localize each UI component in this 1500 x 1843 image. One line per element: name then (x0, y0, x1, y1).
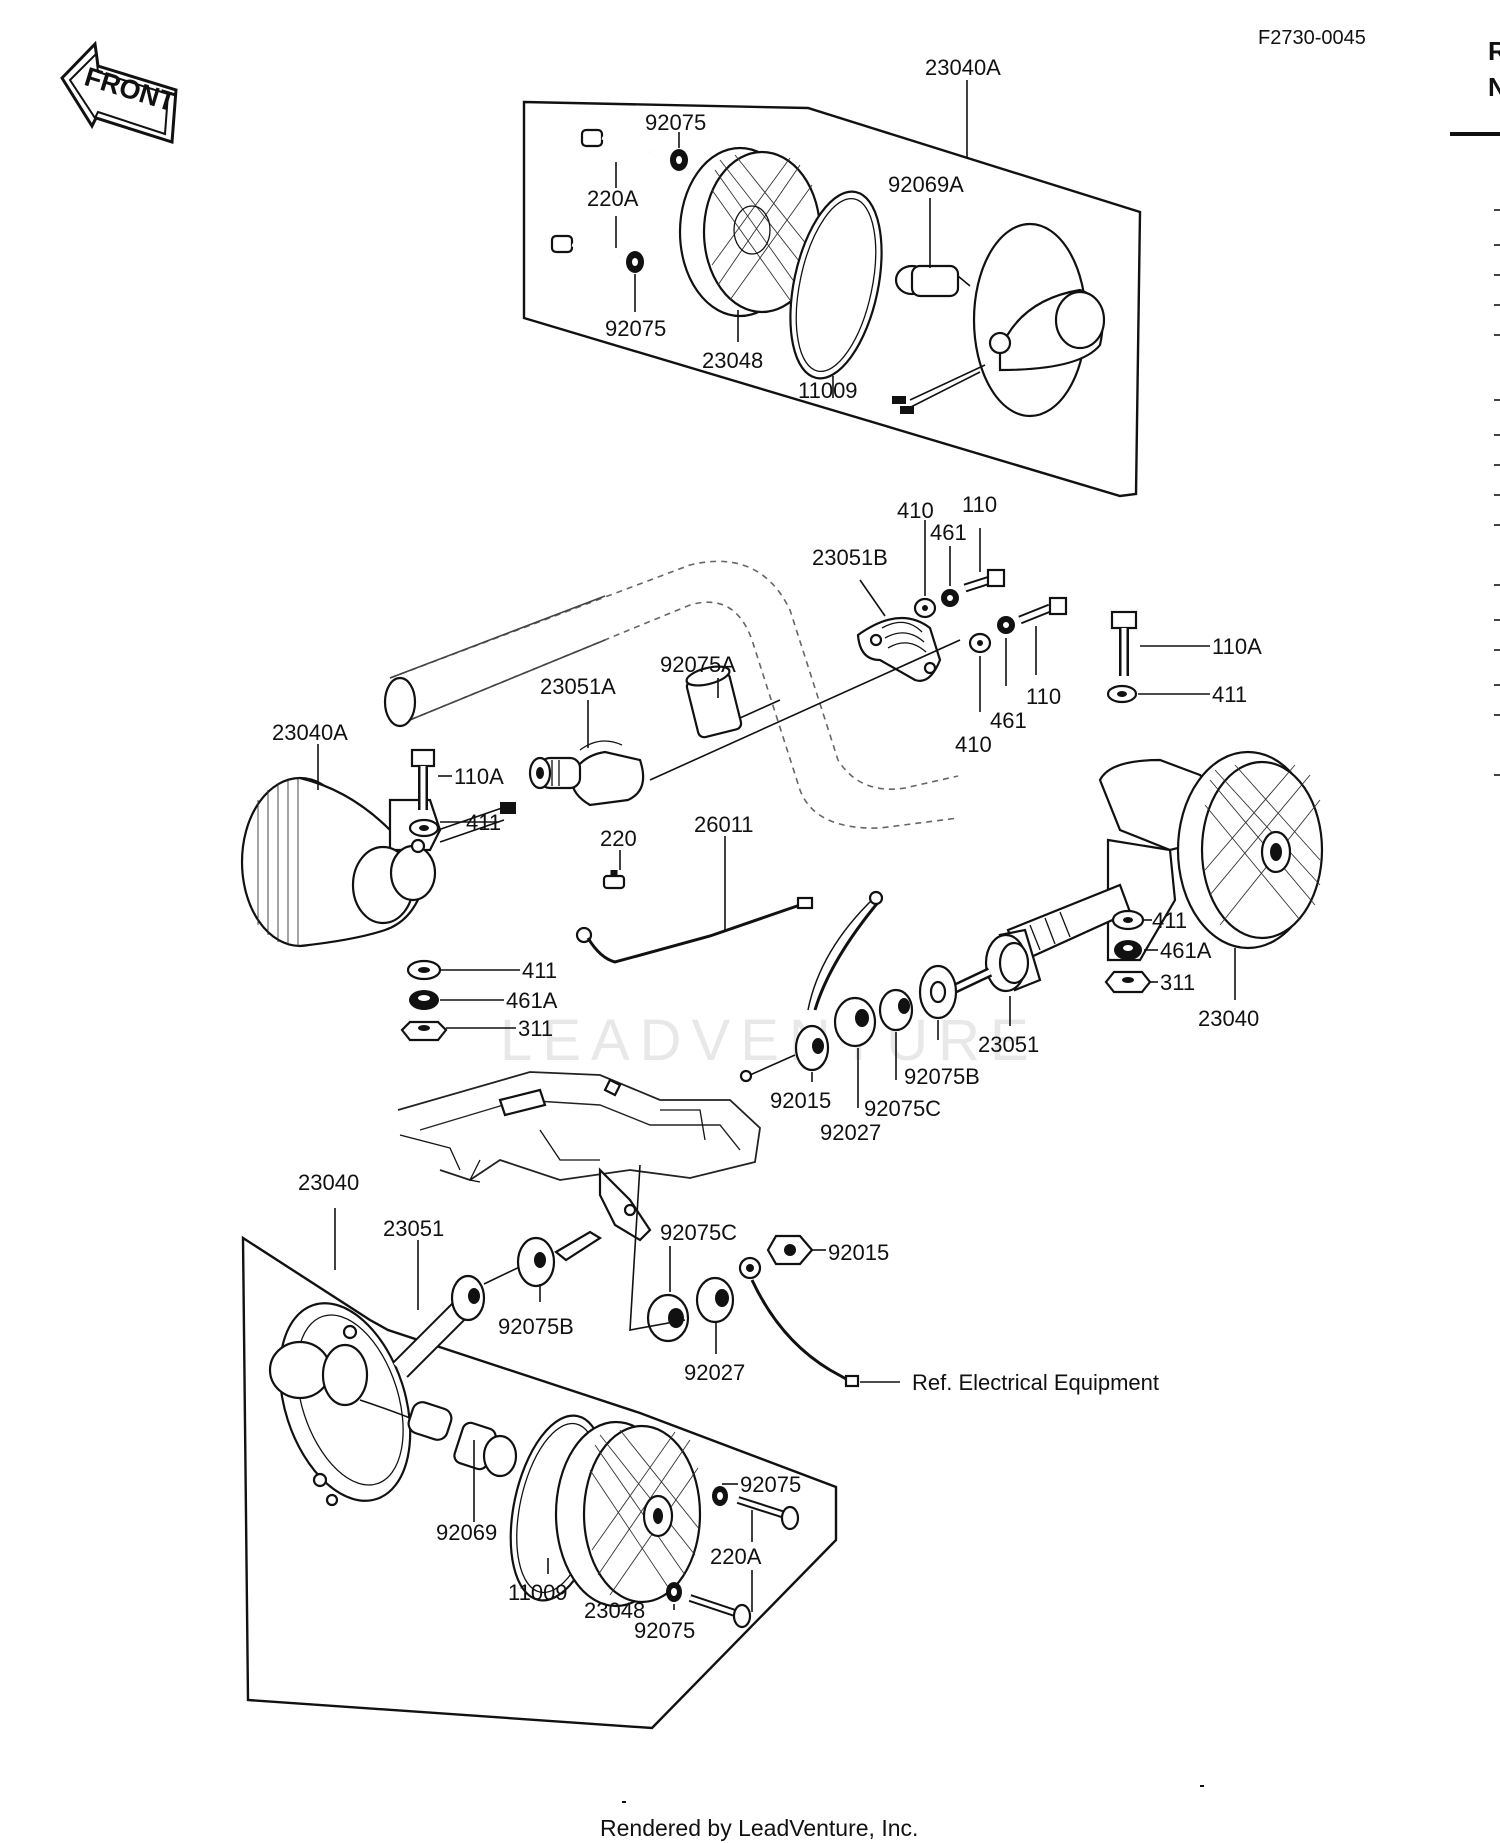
figure-code: F2730-0045 (1258, 27, 1366, 49)
screw-icon (602, 870, 626, 890)
label-23051A: 23051A (540, 674, 616, 699)
label-461A-left: 461A (506, 988, 558, 1013)
label-92075C-bottom: 92075C (660, 1220, 737, 1245)
grommet-icon (794, 1024, 830, 1072)
label-311-left: 311 (518, 1016, 553, 1041)
bolt-icon (1018, 596, 1068, 625)
label-410-a: 410 (897, 498, 934, 523)
label-92075B-bottom: 92075B (498, 1314, 574, 1339)
frame-outline (397, 1071, 761, 1242)
edge-tick-marks (1494, 209, 1500, 776)
label-92075-top-a: 92075 (645, 110, 706, 135)
label-220: 220 (600, 826, 637, 851)
label-23048-top: 23048 (702, 348, 763, 373)
bolt-icon (1110, 610, 1138, 676)
bolt-icon (410, 748, 436, 810)
bolt-icon (963, 568, 1006, 593)
label-311-right: 311 (1160, 970, 1195, 995)
label-26011: 26011 (694, 812, 754, 837)
label-11009-top: 11009 (798, 378, 858, 403)
clamp-icon (856, 616, 942, 682)
label-23040-right: 23040 (1198, 1006, 1259, 1031)
wire-icon (575, 896, 814, 964)
label-220A-bottom: 220A (710, 1544, 762, 1569)
label-23040-bottom: 23040 (298, 1170, 359, 1195)
grommet-icon (833, 996, 877, 1048)
eyelet-icon (738, 1256, 900, 1388)
label-92027-mid: 92027 (820, 1120, 881, 1145)
label-92075-bottom-a: 92075 (740, 1472, 801, 1497)
bottom-turn-signal-panel (241, 1208, 838, 1730)
lens-icon (678, 146, 822, 318)
label-ref-electrical: Ref. Electrical Equipment (912, 1370, 1159, 1395)
label-411-right: 411 (1212, 682, 1247, 707)
label-110-b: 110 (1026, 684, 1061, 709)
label-110A-right: 110A (1212, 634, 1262, 659)
label-110-a: 110 (962, 492, 997, 517)
label-23051-mid: 23051 (978, 1032, 1039, 1057)
label-411-left-b: 411 (522, 958, 557, 983)
housing-icon (268, 1302, 412, 1507)
label-92075A: 92075A (660, 652, 736, 677)
right-turn-signal-icon (1006, 750, 1324, 964)
handlebar-outline (383, 560, 959, 829)
label-411-left: 411 (466, 810, 501, 835)
label-110A-left: 110A (454, 764, 504, 789)
label-92075-top-b: 92075 (605, 316, 666, 341)
mount-icon (528, 740, 645, 807)
screw-icon (550, 234, 621, 259)
grommet-icon (695, 1276, 735, 1324)
screw-icon (580, 128, 651, 154)
housing-icon (892, 222, 1106, 418)
label-23051-bottom: 23051 (383, 1216, 444, 1241)
screw-icon (688, 1594, 752, 1629)
label-92015-bottom: 92015 (828, 1240, 889, 1265)
footer-credit: Rendered by LeadVenture, Inc. (600, 1815, 918, 1841)
wire-icon (813, 899, 882, 1011)
bulb-icon (453, 1421, 518, 1478)
top-turn-signal-panel (522, 80, 1142, 498)
label-461-b: 461 (990, 708, 1027, 733)
label-410-b: 410 (955, 732, 992, 757)
grommet-icon (450, 1274, 486, 1322)
grommet-icon (646, 1293, 690, 1343)
label-92069A-top: 92069A (888, 172, 964, 197)
nut-icon (766, 1234, 814, 1266)
edge-fragment-n: N (1488, 72, 1500, 102)
stem-icon (739, 928, 1042, 1083)
label-92069-bottom: 92069 (436, 1520, 497, 1545)
label-23040A-left: 23040A (272, 720, 348, 745)
left-turn-signal-icon (240, 776, 516, 948)
label-461A-right: 461A (1160, 938, 1212, 963)
edge-fragment-r: R (1488, 36, 1500, 66)
label-461-a: 461 (930, 520, 967, 545)
label-92015-mid: 92015 (770, 1088, 831, 1113)
label-23040A-top: 23040A (925, 55, 1001, 80)
label-11009-bottom: 11009 (508, 1580, 568, 1605)
label-411-right-b: 411 (1152, 908, 1187, 933)
label-92075B-mid: 92075B (904, 1064, 980, 1089)
lens-icon (554, 1420, 702, 1608)
label-220A-top: 220A (587, 186, 639, 211)
screw-icon (736, 1496, 800, 1531)
front-arrow-icon: FRONT (60, 40, 179, 144)
label-92075C-mid: 92075C (864, 1096, 941, 1121)
label-92027-bottom: 92027 (684, 1360, 745, 1385)
bulb-icon (894, 264, 971, 298)
label-23051B: 23051B (812, 545, 888, 570)
label-23048-bottom: 23048 (584, 1598, 645, 1623)
label-92075-bottom-b: 92075 (634, 1618, 695, 1643)
